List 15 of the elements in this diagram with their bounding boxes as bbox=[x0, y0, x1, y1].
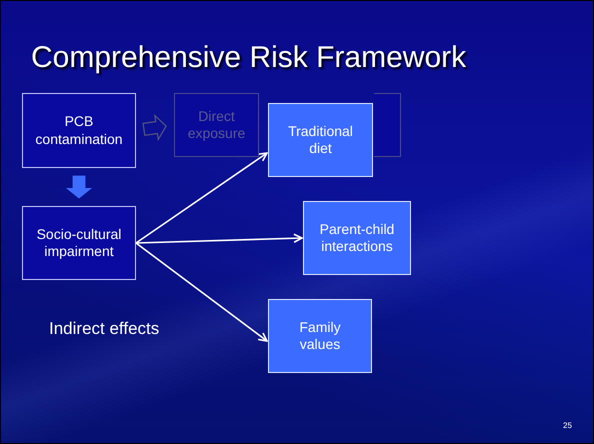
process-box: Family values bbox=[268, 299, 372, 373]
arrow bbox=[136, 233, 303, 244]
process-box: Socio-cultural impairment bbox=[22, 206, 136, 280]
process-box: Traditional diet bbox=[268, 103, 373, 177]
arrow bbox=[136, 242, 268, 342]
block-arrow bbox=[66, 176, 92, 199]
faded-box bbox=[374, 93, 401, 157]
process-box: PCB contamination bbox=[22, 93, 136, 168]
slide-number: 25 bbox=[563, 421, 572, 430]
process-box: Direct exposure bbox=[174, 93, 259, 157]
process-box: Parent-child interactions bbox=[303, 201, 411, 275]
arrow bbox=[136, 152, 268, 244]
block-arrow bbox=[142, 114, 167, 142]
annotation-text: Indirect effects bbox=[49, 319, 160, 339]
slide-title: Comprehensive Risk Framework bbox=[31, 41, 466, 75]
